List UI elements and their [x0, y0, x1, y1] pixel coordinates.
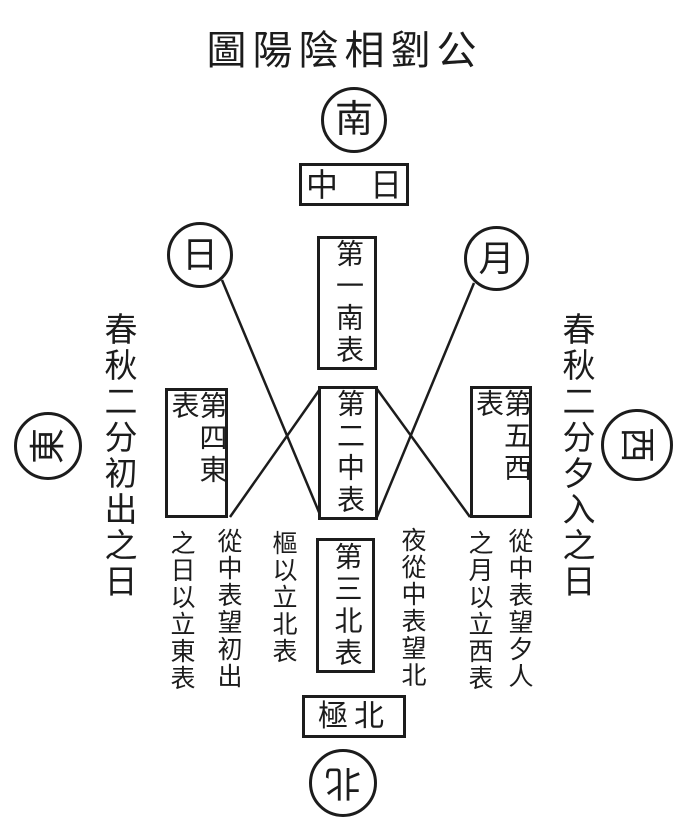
annotation-north-establish: 樞以立北表	[269, 530, 296, 665]
sightline-middle-to-east-gnomon	[228, 388, 322, 518]
circle-south: 南	[321, 87, 387, 153]
south-label: 南	[334, 99, 373, 141]
box-fifth-west-gnomon: 第五西表	[470, 386, 532, 518]
east-label: 東	[27, 427, 68, 465]
first-south-gnomon-label: 第一南表	[332, 239, 363, 367]
third-north-gnomon-label: 第三北表	[330, 541, 362, 670]
box-midday: 中 日	[299, 163, 409, 206]
sightline-middle-to-west-gnomon	[375, 388, 472, 518]
sun-label: 日	[181, 235, 218, 275]
circle-east: 東	[14, 412, 82, 480]
circle-moon: 月	[464, 226, 529, 291]
box-third-north-gnomon: 第三北表	[316, 538, 375, 673]
moon-label: 月	[478, 238, 515, 279]
sightline-moon-to-middle-gnomon	[375, 282, 476, 518]
fourth-east-gnomon-label: 第四東表	[167, 391, 227, 487]
annotation-west-observe: 從中表望夕人	[505, 528, 532, 690]
box-polar-north: 極北	[302, 695, 406, 738]
west-label: 西	[616, 426, 657, 464]
sightline-sun-to-middle-gnomon	[220, 279, 323, 518]
midday-label: 中 日	[305, 166, 402, 203]
annotation-north-observe: 夜從中表望北	[398, 527, 425, 689]
side-label-equinox-sunrise: 春秋二分初出之日	[99, 312, 135, 600]
circle-north: 北	[309, 749, 377, 817]
circle-sun: 日	[167, 222, 233, 288]
box-first-south-gnomon: 第一南表	[317, 236, 377, 370]
annotation-east-establish: 之日以立東表	[167, 530, 194, 692]
box-fourth-east-gnomon: 第四東表	[165, 388, 228, 518]
polar-north-label: 極北	[318, 699, 390, 733]
annotation-east-observe: 從中表望初出	[214, 528, 241, 690]
north-label: 北	[324, 763, 361, 803]
second-middle-gnomon-label: 第二中表	[333, 389, 364, 517]
box-second-middle-gnomon: 第二中表	[318, 386, 378, 520]
fifth-west-gnomon-label: 第五西表	[472, 389, 531, 485]
circle-west: 西	[601, 409, 673, 481]
page-title: 圖陽陰相劉公	[206, 28, 483, 73]
side-label-equinox-sunset: 春秋二分夕入之日	[557, 312, 593, 600]
annotation-west-establish: 之月以立西表	[465, 530, 492, 692]
